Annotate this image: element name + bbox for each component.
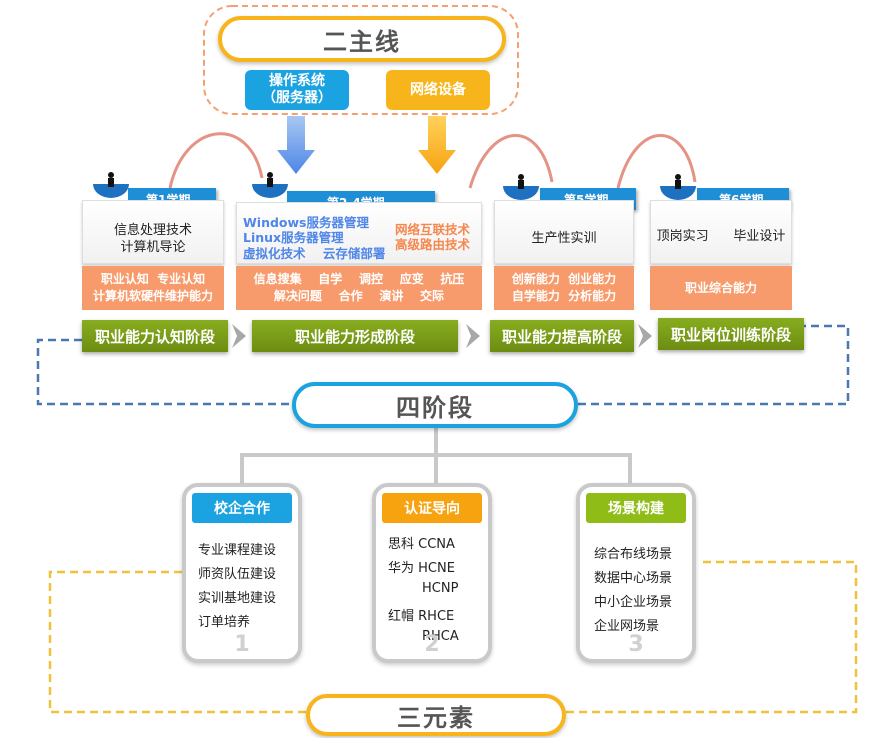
card-item: 红帽 RHCE <box>388 609 455 624</box>
card-item: 企业网场景 <box>594 619 660 634</box>
stage-2: 职业能力形成阶段 <box>252 320 458 352</box>
skill-line: 自学能力 分析能力 <box>511 289 617 303</box>
card-item: 订单培养 <box>198 615 251 630</box>
card-header: 校企合作 <box>192 493 292 523</box>
card-item: 思科 CCNA <box>388 537 455 552</box>
os-tag: 操作系统 （服务器） <box>245 70 349 110</box>
course-line: 计算机导论 <box>120 240 186 255</box>
network-tag: 网络设备 <box>386 70 490 110</box>
orange-down-arrow <box>418 116 456 174</box>
semester-5-courses: 生产性实训 <box>494 200 634 264</box>
main-lines-title: 二主线 <box>218 16 506 62</box>
semester-6-courses: 顶岗实习 毕业设计 <box>650 200 792 264</box>
top-dashed-frame <box>203 5 519 115</box>
orange-dashed-loop <box>48 560 858 714</box>
semester-6-skills: 职业综合能力 <box>650 266 792 310</box>
course-line: 生产性实训 <box>531 231 597 246</box>
card-header: 认证导向 <box>382 493 482 523</box>
card-item: 实训基地建设 <box>198 591 277 606</box>
semester-1-skills: 职业认知 专业认知 计算机软硬件维护能力 <box>82 266 224 310</box>
card-number: 2 <box>424 632 440 657</box>
course-line: 高级路由技术 <box>395 237 471 252</box>
skill-line: 计算机软硬件维护能力 <box>92 289 213 303</box>
course-line: 信息处理技术 <box>113 223 192 238</box>
card-item: 数据中心场景 <box>594 571 673 586</box>
three-elements-title: 三元素 <box>306 694 566 736</box>
card-number: 1 <box>234 632 250 657</box>
student-icon-2 <box>252 172 288 198</box>
card-item: 华为 HCNE <box>388 561 455 576</box>
course-line: Windows服务器管理 <box>243 215 369 230</box>
card-item: 综合布线场景 <box>594 547 673 562</box>
course-line: 虚拟化技术 云存储部署 <box>243 246 386 261</box>
skill-line: 解决问题 合作 演讲 交际 <box>273 289 445 303</box>
blue-dashed-loop <box>36 324 850 406</box>
arc-2-3 <box>468 134 554 189</box>
semester-2-4-skills: 信息搜集 自学 调控 应变 抗压 解决问题 合作 演讲 交际 <box>236 266 482 310</box>
semester-5-skills: 创新能力 创业能力 自学能力 分析能力 <box>494 266 634 310</box>
student-icon-5 <box>503 174 539 200</box>
stage-4: 职业岗位训练阶段 <box>658 318 804 350</box>
stage-3: 职业能力提高阶段 <box>490 320 634 352</box>
card-header: 场景构建 <box>586 493 686 523</box>
course-line: 顶岗实习 毕业设计 <box>656 229 786 244</box>
chevron-right-icon <box>466 324 480 348</box>
card-number: 3 <box>628 632 644 657</box>
four-stages-title: 四阶段 <box>292 382 578 428</box>
card-scenario: 场景构建 综合布线场景 数据中心场景 中小企业场景 企业网场景 3 <box>576 483 696 663</box>
student-icon-6 <box>660 174 696 200</box>
card-item: HCNP <box>422 581 459 596</box>
card-item: 专业课程建设 <box>198 543 277 558</box>
stage-1: 职业能力认知阶段 <box>82 320 228 352</box>
student-icon-1 <box>93 172 129 198</box>
arc-3-4 <box>616 134 697 189</box>
semester-1-courses: 信息处理技术 计算机导论 <box>82 200 224 264</box>
card-item: 中小企业场景 <box>594 595 673 610</box>
skill-line: 职业认知 专业认知 <box>100 272 206 286</box>
course-line: Linux服务器管理 <box>243 230 344 245</box>
skill-line: 创新能力 创业能力 <box>511 272 617 286</box>
arc-1-2 <box>168 132 264 189</box>
card-item: 师资队伍建设 <box>198 567 277 582</box>
tree-connector <box>240 424 632 483</box>
skill-line: 职业综合能力 <box>684 280 757 295</box>
card-item: RHCA <box>422 629 459 644</box>
blue-down-arrow <box>277 116 315 174</box>
chevron-right-icon <box>638 324 652 348</box>
course-line: 网络互联技术 <box>395 222 471 237</box>
skill-line: 信息搜集 自学 调控 应变 抗压 <box>253 272 465 286</box>
semester-2-4-courses: Windows服务器管理 Linux服务器管理 虚拟化技术 云存储部署 网络互联… <box>236 202 482 264</box>
card-certification: 认证导向 思科 CCNA 华为 HCNE HCNP 红帽 RHCE RHCA 2 <box>372 483 492 663</box>
card-school-enterprise: 校企合作 专业课程建设 师资队伍建设 实训基地建设 订单培养 1 <box>182 483 302 663</box>
chevron-right-icon <box>232 324 246 348</box>
